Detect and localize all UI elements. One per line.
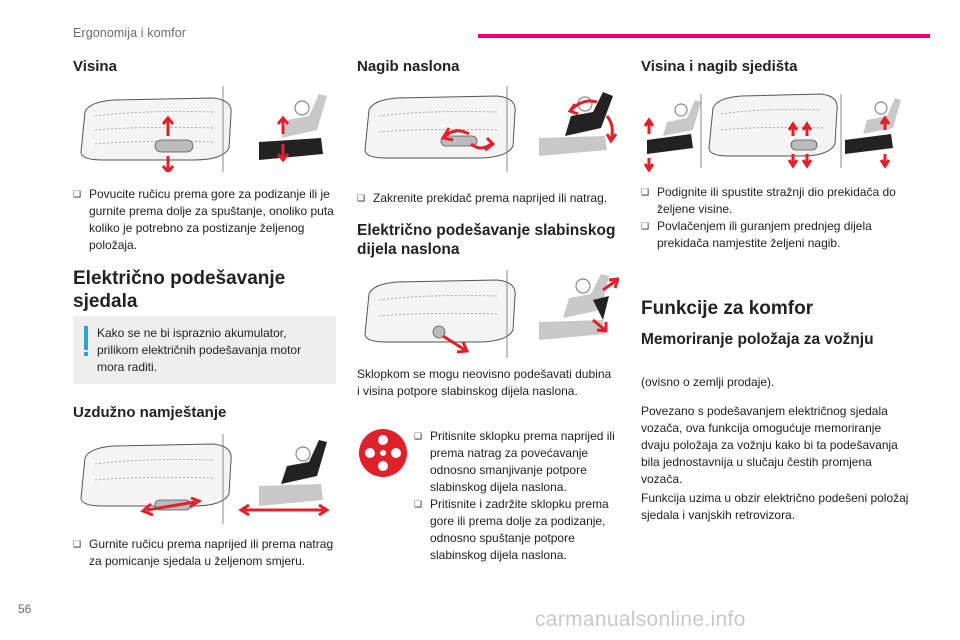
bullet-marker: ❑ <box>641 187 650 197</box>
header-accent-bar <box>478 34 930 38</box>
battery-note: Kako se ne bi ispraznio akumulator, pril… <box>73 316 336 384</box>
bullet-marker: ❑ <box>357 193 366 203</box>
visina-bullet: ❑ Povucite ručicu prema gore za podizanj… <box>73 187 334 252</box>
lumbar-bullet-2: ❑ Pritisnite i zadržite sklopku prema go… <box>414 497 609 562</box>
cushion-height-tilt-figure <box>643 93 901 172</box>
page-number: 56 <box>18 602 32 616</box>
uzduzno-bullet: ❑ Gurnite ručicu prema naprijed ili prem… <box>73 537 334 568</box>
bullet-marker: ❑ <box>414 431 423 441</box>
seat-height-figure <box>80 86 327 172</box>
visina-title: Visina <box>73 58 117 75</box>
komfor-para-2: Povezano s podešavanjem električnog sjed… <box>641 404 898 486</box>
info-icon <box>84 326 88 350</box>
section-header: Ergonomija i komfor <box>73 26 187 40</box>
seat-slide-figure <box>80 434 330 524</box>
bullet-marker: ❑ <box>414 499 423 509</box>
nagib-bullet: ❑ Zakrenite prekidač prema naprijed ili … <box>357 191 608 205</box>
komfor-para-3: Funkcija uzima u obzir električno podeše… <box>641 491 909 522</box>
lumbar-bullet-1: ❑ Pritisnite sklopku prema naprijed ili … <box>414 429 615 494</box>
watermark: carmanualsonline.info <box>535 608 746 631</box>
komfor-title: Funkcije za komfor <box>641 298 814 319</box>
lumbar-figure <box>364 270 619 358</box>
uzduzno-title: Uzdužno namještanje <box>73 404 227 421</box>
bullet-marker: ❑ <box>73 539 82 549</box>
visina-nagib-bullet-1: ❑ Podignite ili spustite stražnji dio pr… <box>641 185 896 216</box>
visina-nagib-title: Visina i nagib sjedišta <box>641 58 798 75</box>
nagib-title: Nagib naslona <box>357 58 460 75</box>
backrest-tilt-figure <box>364 86 618 172</box>
lumbar-title: Električno podešavanje slabinskog dijela… <box>357 222 616 258</box>
elektricno-title: Električno podešavanje sjedala <box>73 268 286 312</box>
memoriranje-title: Memoriranje položaja za vožnju <box>641 331 874 348</box>
visina-nagib-bullet-2: ❑ Povlačenjem ili guranjem prednjeg dije… <box>641 219 872 250</box>
lumbar-switch-icon <box>359 429 407 477</box>
lumbar-intro: Sklopkom se mogu neovisno podešavati dub… <box>357 367 612 398</box>
bullet-marker: ❑ <box>641 221 650 231</box>
bullet-marker: ❑ <box>73 189 82 199</box>
komfor-para-1: (ovisno o zemlji prodaje). <box>641 375 775 389</box>
